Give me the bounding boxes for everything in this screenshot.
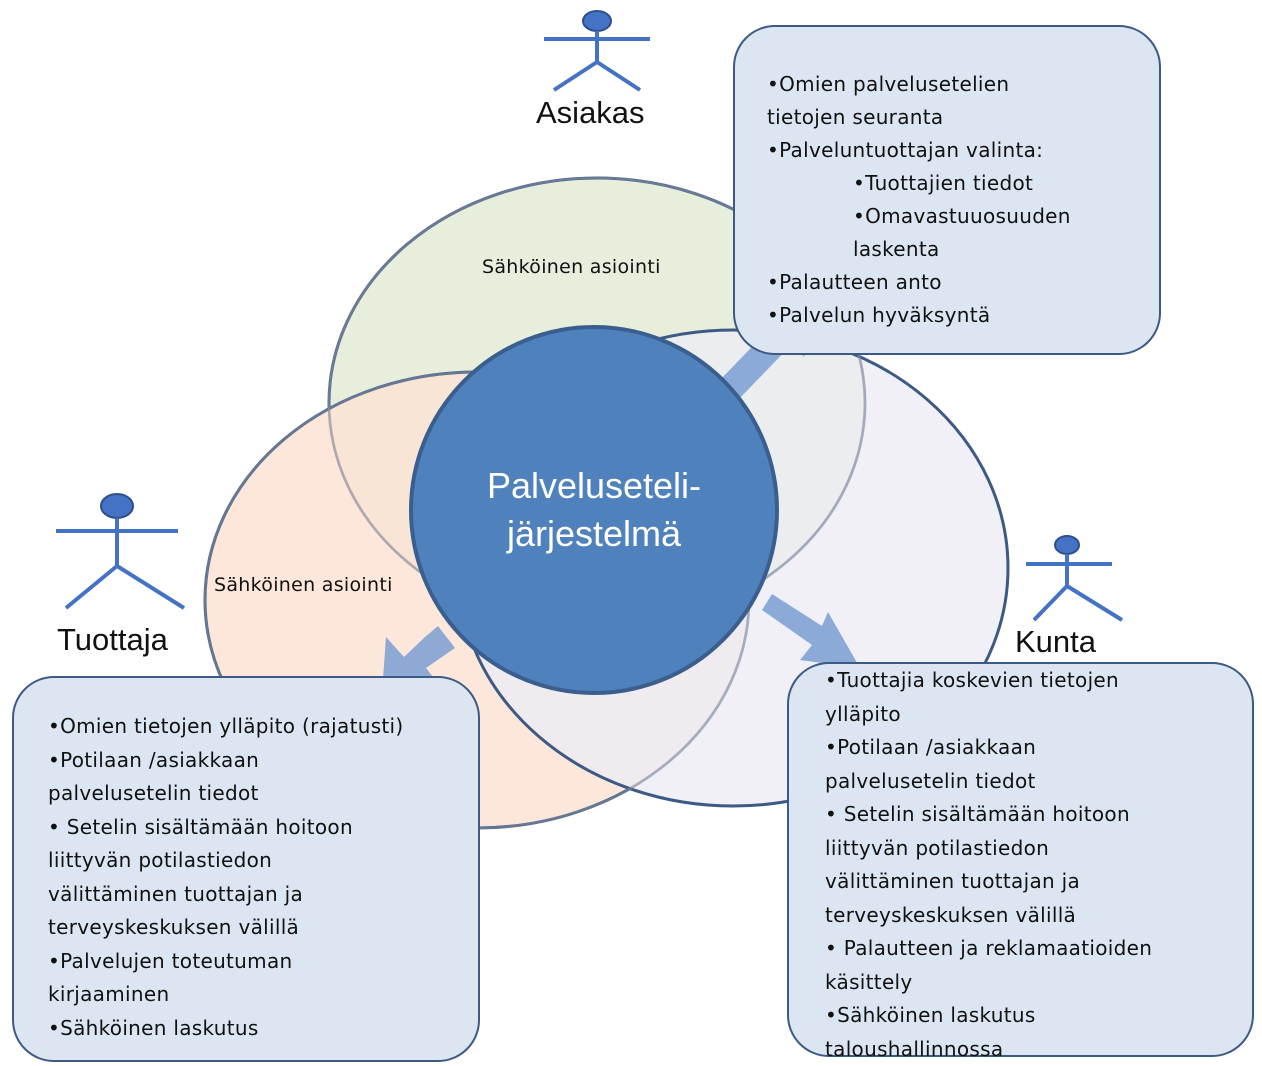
kunta-item: palvelusetelin tiedot <box>825 765 1244 799</box>
kunta-label: Kunta <box>1015 624 1096 660</box>
tuottaja-label: Tuottaja <box>57 622 168 658</box>
asiakas-item: tietojen seuranta <box>767 101 1149 134</box>
asiakas-label: Asiakas <box>536 95 645 131</box>
tuottaja-item: •Sähköinen laskutus <box>48 1012 470 1046</box>
tuottaja-features-box: •Omien tietojen ylläpito (rajatusti) •Po… <box>12 676 480 1062</box>
kunta-item: liittyvän potilastiedon <box>825 832 1244 866</box>
asiakas-item: •Palveluntuottajan valinta: <box>767 134 1149 167</box>
kunta-item: •Sähköinen laskutus <box>825 999 1244 1033</box>
center-title: Palveluseteli- järjestelmä <box>412 462 776 558</box>
asiakas-item: laskenta <box>767 233 1149 266</box>
region-label-left: Sähköinen asiointi <box>214 574 393 596</box>
asiakas-item: •Palautteen anto <box>767 266 1149 299</box>
kunta-item: terveyskeskuksen välillä <box>825 899 1244 933</box>
kunta-item: välittäminen tuottajan ja <box>825 865 1244 899</box>
kunta-item: ylläpito <box>825 698 1244 732</box>
tuottaja-item: liittyvän potilastiedon <box>48 844 470 878</box>
center-title-line2: järjestelmä <box>412 510 776 558</box>
tuottaja-item: •Omien tietojen ylläpito (rajatusti) <box>48 710 470 744</box>
kunta-features-box: •Tuottajia koskevien tietojen ylläpito •… <box>787 662 1254 1057</box>
tuottaja-item: välittäminen tuottajan ja <box>48 878 470 912</box>
asiakas-item: •Omavastuuosuuden <box>767 200 1149 233</box>
kunta-item: •Tuottajia koskevien tietojen <box>825 664 1244 698</box>
kunta-item: • Palautteen ja reklamaatioiden <box>825 932 1244 966</box>
asiakas-item: •Palvelun hyväksyntä <box>767 299 1149 332</box>
center-title-line1: Palveluseteli- <box>412 462 776 510</box>
asiakas-features-box: •Omien palvelusetelien tietojen seuranta… <box>733 25 1161 355</box>
tuottaja-item: •Palvelujen toteutuman <box>48 945 470 979</box>
tuottaja-item: kirjaaminen <box>48 978 470 1012</box>
tuottaja-item: •Potilaan /asiakkaan <box>48 744 470 778</box>
tuottaja-item: • Setelin sisältämään hoitoon <box>48 811 470 845</box>
kunta-item: •Potilaan /asiakkaan <box>825 731 1244 765</box>
kunta-item: • Setelin sisältämään hoitoon <box>825 798 1244 832</box>
tuottaja-actor-icon <box>56 494 184 608</box>
kunta-item: käsittely <box>825 966 1244 1000</box>
asiakas-item: •Omien palvelusetelien <box>767 68 1149 101</box>
kunta-actor-icon <box>1026 536 1122 620</box>
region-label-top: Sähköinen asiointi <box>482 256 661 278</box>
kunta-item: taloushallinnossa <box>825 1033 1244 1066</box>
tuottaja-item: palvelusetelin tiedot <box>48 777 470 811</box>
tuottaja-item: terveyskeskuksen välillä <box>48 911 470 945</box>
asiakas-actor-icon <box>544 11 650 90</box>
asiakas-item: •Tuottajien tiedot <box>767 167 1149 200</box>
